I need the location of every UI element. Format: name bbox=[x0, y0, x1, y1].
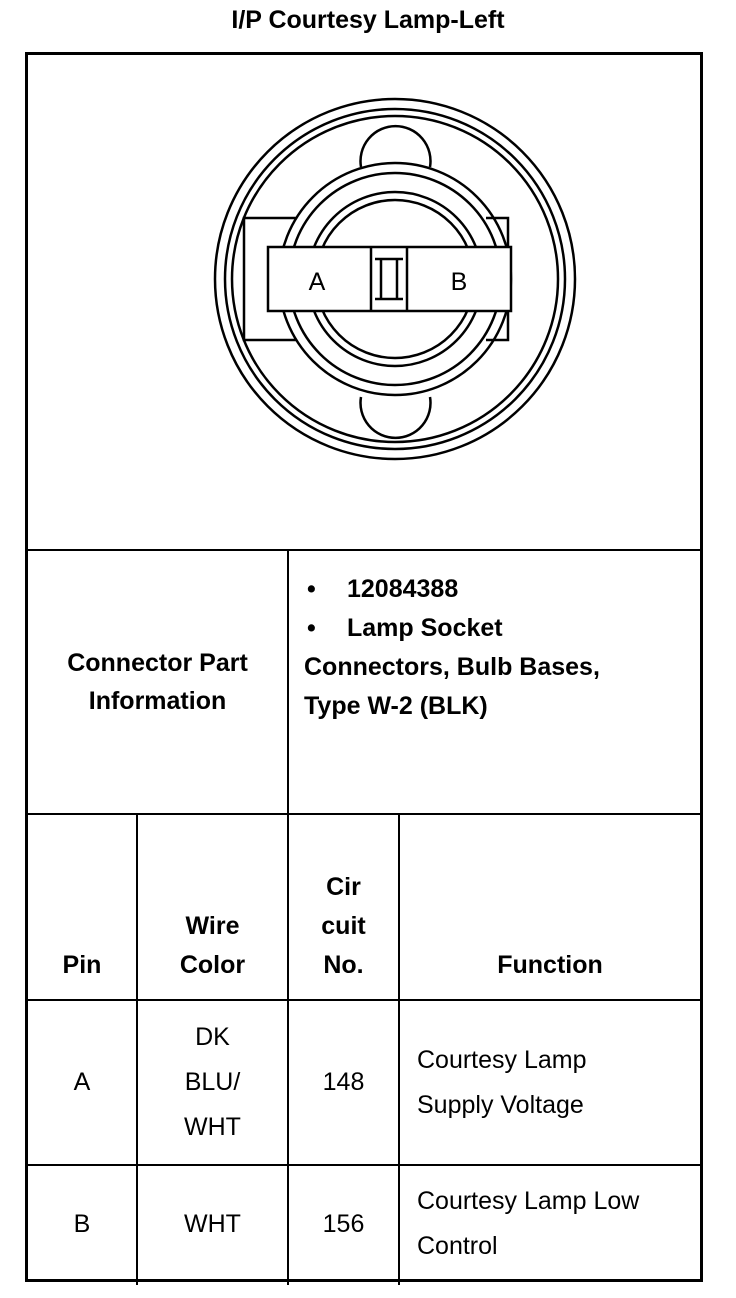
row-b-wire-line1: WHT bbox=[184, 1209, 241, 1238]
bullet-icon: • bbox=[307, 575, 316, 603]
row-a-wire: DK BLU/ WHT bbox=[138, 1001, 287, 1164]
divider-col-pin bbox=[136, 813, 138, 1285]
outer-ring-inner bbox=[223, 107, 567, 451]
divider-info-vertical bbox=[287, 549, 289, 813]
bottom-key-lobe bbox=[359, 396, 432, 440]
description-line3: Type W-2 (BLK) bbox=[304, 692, 488, 720]
divider-col-circuit bbox=[398, 813, 400, 1285]
header-pin: Pin bbox=[62, 951, 102, 979]
row-a-wire-line2: BLU/ bbox=[184, 1068, 241, 1096]
divider-diagram-info bbox=[28, 549, 700, 551]
part-number-item: • 12084388 bbox=[304, 570, 684, 609]
top-key-lobe bbox=[359, 124, 432, 168]
divider-rowa-rowb bbox=[28, 1164, 700, 1166]
part-info-details: • 12084388 • Lamp Socket Connectors, Bulb … bbox=[304, 570, 684, 726]
description-line1: Lamp Socket bbox=[347, 614, 503, 642]
row-b-function-line1: Courtesy Lamp Low bbox=[417, 1187, 640, 1215]
row-b-wire: WHT bbox=[138, 1166, 287, 1282]
outer-ring bbox=[213, 97, 577, 461]
row-b-pin-text: B bbox=[73, 1209, 91, 1238]
connector-face-svg: A B bbox=[213, 97, 577, 461]
page-title: I/P Courtesy Lamp-Left bbox=[231, 6, 505, 34]
header-function: Function bbox=[497, 951, 603, 979]
header-circuit: Cir cuit No. bbox=[289, 868, 398, 985]
bullet-icon: • bbox=[307, 614, 316, 642]
outer-ring-innermost bbox=[230, 114, 560, 444]
row-b-function-line2: Control bbox=[417, 1232, 498, 1260]
row-b-circuit-text: 156 bbox=[322, 1209, 365, 1238]
pin-a-label: A bbox=[309, 268, 326, 296]
row-b-function: Courtesy Lamp Low Control bbox=[417, 1166, 700, 1282]
connector-table: A B Connector Part Information • 12084388… bbox=[25, 52, 703, 1285]
header-wire-line1: Wire bbox=[185, 912, 240, 940]
row-a-wire-line3: WHT bbox=[184, 1113, 241, 1141]
row-a-pin: A bbox=[28, 1001, 136, 1164]
row-a-function-line1: Courtesy Lamp bbox=[417, 1045, 587, 1074]
row-b-pin: B bbox=[28, 1166, 136, 1282]
pin-b-label: B bbox=[451, 268, 468, 296]
connector-diagram: A B bbox=[28, 55, 700, 550]
contact-bar bbox=[266, 245, 513, 313]
part-info-label-line2: Information bbox=[88, 687, 227, 715]
part-info-label: Connector Part Information bbox=[28, 551, 287, 813]
header-circuit-line1: Cir bbox=[326, 873, 361, 901]
header-circuit-line3: No. bbox=[323, 951, 364, 979]
left-side-tab bbox=[242, 216, 296, 342]
row-b-circuit: 156 bbox=[289, 1166, 398, 1282]
part-number: 12084388 bbox=[347, 575, 459, 603]
row-a-function-line2: Supply Voltage bbox=[417, 1090, 584, 1119]
part-info-label-line1: Connector Part bbox=[67, 649, 248, 677]
row-a-function: Courtesy Lamp Supply Voltage bbox=[417, 1001, 700, 1164]
divider-info-header bbox=[28, 813, 700, 815]
divider-header-rowa bbox=[28, 999, 700, 1001]
header-wire-color: Wire Color bbox=[138, 907, 287, 985]
row-a-circuit-text: 148 bbox=[322, 1068, 365, 1096]
divider-col-wire bbox=[287, 813, 289, 1285]
row-a-circuit: 148 bbox=[289, 1001, 398, 1164]
header-wire-line2: Color bbox=[179, 951, 246, 979]
row-a-pin-text: A bbox=[73, 1068, 91, 1096]
description-item: • Lamp Socket bbox=[304, 609, 684, 648]
header-circuit-line2: cuit bbox=[321, 912, 366, 940]
row-a-wire-line1: DK bbox=[195, 1023, 230, 1051]
description-line2: Connectors, Bulb Bases, bbox=[304, 653, 600, 681]
